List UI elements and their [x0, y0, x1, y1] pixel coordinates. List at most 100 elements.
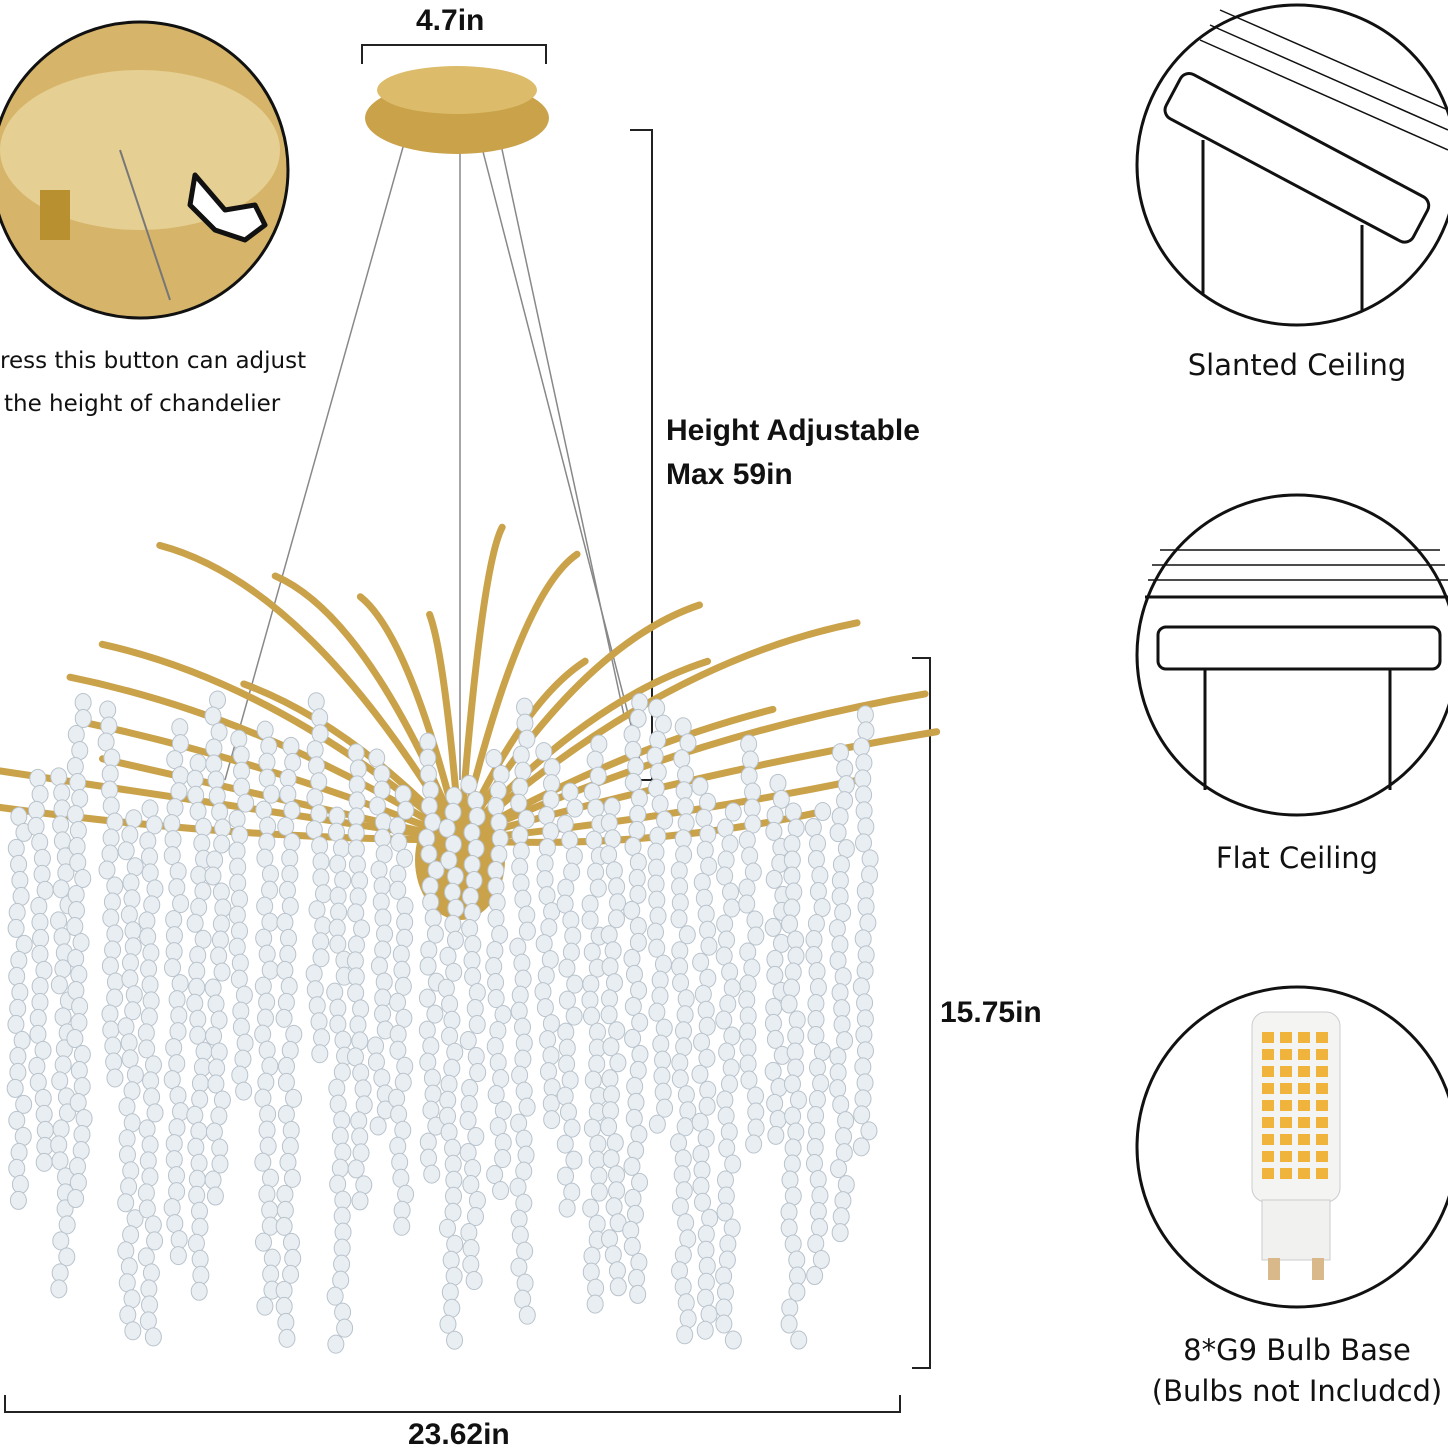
- crystal-drop: [439, 946, 457, 966]
- crystal-drop: [587, 1278, 605, 1298]
- crystal-drop: [629, 932, 647, 952]
- crystal-drop: [69, 821, 87, 841]
- crystal-drop: [334, 1222, 352, 1242]
- crystal-drop: [831, 887, 849, 907]
- crystal-drop: [787, 1122, 805, 1142]
- crystal-drop: [373, 764, 391, 784]
- crystal-drop: [33, 864, 51, 884]
- crystal-drop: [29, 1072, 47, 1092]
- crystal-drop: [588, 1054, 606, 1074]
- crystal-drop: [261, 1056, 279, 1076]
- crystal-drop: [307, 692, 325, 712]
- led-chip: [1280, 1066, 1292, 1077]
- crystal-drop: [348, 775, 366, 795]
- crystal-drop: [188, 977, 206, 997]
- crystal-drop: [187, 1233, 205, 1253]
- crystal-drop: [700, 1304, 718, 1324]
- crystal-drop: [330, 902, 348, 922]
- crystal-drop: [211, 930, 229, 950]
- crystal-drop: [418, 1020, 436, 1040]
- crystal-drop: [443, 1058, 461, 1078]
- crystal-drop: [674, 717, 692, 737]
- crystal-drop: [772, 789, 790, 809]
- crystal-drop: [214, 898, 232, 918]
- crystal-drop: [787, 1058, 805, 1078]
- crystal-drop: [207, 1074, 225, 1094]
- crystal-drop: [460, 1095, 478, 1115]
- crystal-drop: [306, 740, 324, 760]
- crystal-drop: [186, 1105, 204, 1125]
- crystal-drop: [807, 850, 825, 870]
- crystal-drop: [740, 766, 758, 786]
- crystal-drop: [718, 1042, 736, 1062]
- crystal-drop: [582, 1262, 600, 1282]
- crystal-drop: [282, 736, 300, 756]
- crystal-drop: [561, 1070, 579, 1090]
- crystal-drop: [139, 831, 157, 851]
- crystal-drop: [326, 1286, 344, 1306]
- crystal-drop: [370, 860, 388, 880]
- crystal-drop: [444, 834, 462, 854]
- crystal-drop: [351, 1191, 369, 1211]
- crystal-drop: [305, 820, 323, 840]
- led-chip: [1262, 1168, 1274, 1179]
- crystal-drop: [600, 925, 618, 945]
- crystal-drop: [397, 800, 415, 820]
- crystal-drop: [209, 690, 227, 710]
- crystal-drop: [254, 1232, 272, 1252]
- crystal-drop: [333, 1238, 351, 1258]
- crystal-drop: [629, 804, 647, 824]
- crystal-drop: [562, 942, 580, 962]
- crystal-drop: [140, 959, 158, 979]
- crystal-drop: [534, 982, 552, 1002]
- crystal-drop: [423, 1068, 441, 1088]
- crystal-drop: [426, 924, 444, 944]
- crystal-drop: [510, 1001, 528, 1021]
- crystal-drop: [31, 976, 49, 996]
- crystal-drop: [368, 796, 386, 816]
- crystal-drop: [422, 1100, 440, 1120]
- crystal-drop: [376, 924, 394, 944]
- crystal-drop: [211, 1138, 229, 1158]
- crystal-drop: [98, 860, 116, 880]
- crystal-drop: [602, 1101, 620, 1121]
- crystal-drop: [141, 799, 159, 819]
- crystal-drop: [35, 1152, 53, 1172]
- crystal-drop: [781, 1170, 799, 1190]
- crystal-drop: [10, 854, 28, 874]
- crystal-drop: [673, 1165, 691, 1185]
- crystal-drop: [140, 1279, 158, 1299]
- crystal-drop: [605, 1197, 623, 1217]
- crystal-drop: [766, 1093, 784, 1113]
- crystal-drop: [389, 992, 407, 1012]
- crystal-drop: [609, 893, 627, 913]
- crystal-drop: [208, 1058, 226, 1078]
- crystal-drop: [256, 1296, 274, 1316]
- crystal-drop: [396, 896, 414, 916]
- crystal-drop: [30, 896, 48, 916]
- crystal-drop: [515, 1161, 533, 1181]
- crystal-drop: [262, 784, 280, 804]
- flat-ceiling-label: Flat Ceiling: [1215, 841, 1379, 875]
- crystal-drop: [347, 935, 365, 955]
- crystal-drop: [784, 962, 802, 982]
- crystal-drop: [168, 1054, 186, 1074]
- crystal-drop: [542, 1014, 560, 1034]
- crystal-drop: [831, 935, 849, 955]
- crystal-drop: [189, 945, 207, 965]
- crystal-drop: [51, 1071, 69, 1091]
- crystal-drop: [716, 818, 734, 838]
- crystal-drop: [141, 1167, 159, 1187]
- led-chip: [1280, 1151, 1292, 1162]
- crystal-drop: [584, 1070, 602, 1090]
- crystal-drop: [516, 713, 534, 733]
- crystal-drop: [347, 743, 365, 763]
- crystal-drop: [349, 887, 367, 907]
- crystal-drop: [787, 1026, 805, 1046]
- crystal-drop: [697, 904, 715, 924]
- crystal-drop: [558, 1038, 576, 1058]
- crystal-drop: [780, 994, 798, 1014]
- crystal-drop: [424, 812, 442, 832]
- crystal-drop: [332, 1270, 350, 1290]
- crystal-drop: [27, 816, 45, 836]
